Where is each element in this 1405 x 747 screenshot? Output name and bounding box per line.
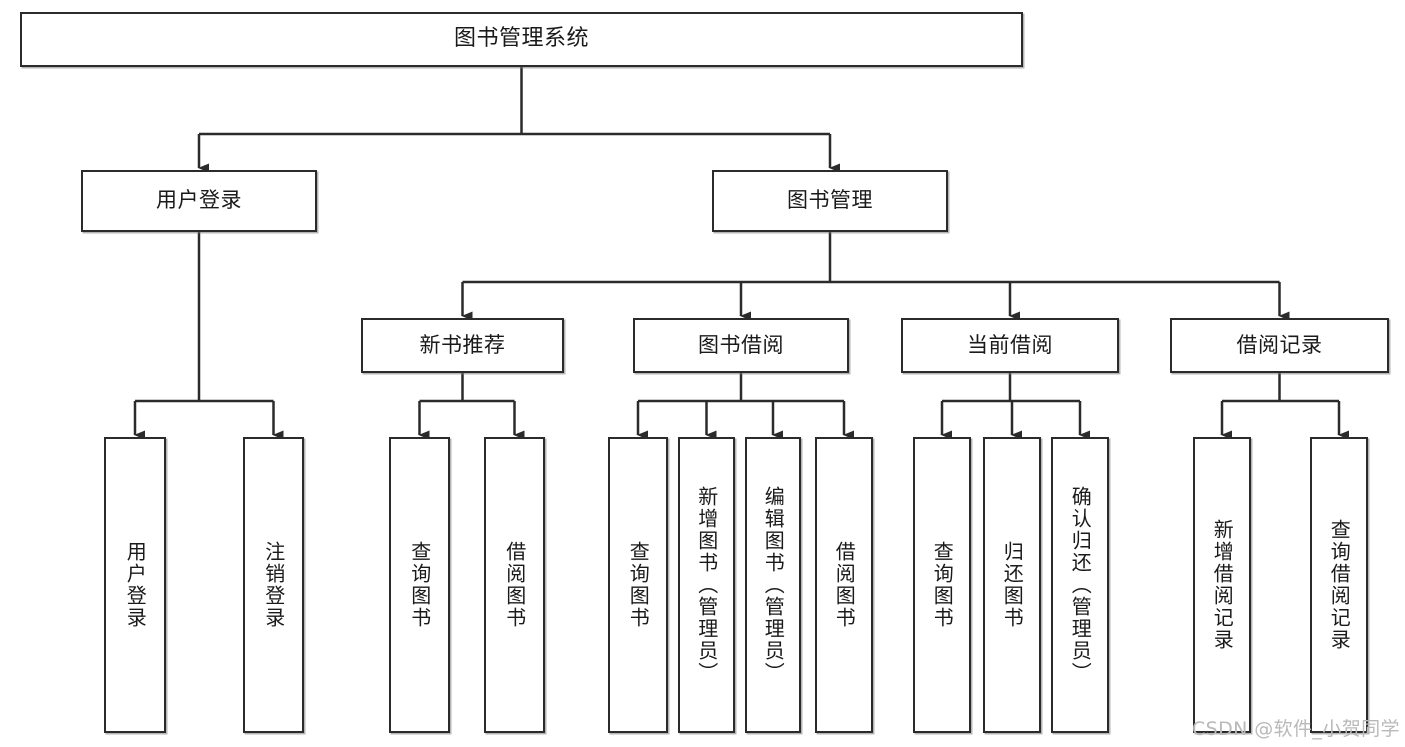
node-leaf-query-book-2[interactable]: 查询图书 (608, 437, 668, 733)
node-label: 注销登录 (261, 541, 286, 629)
node-leaf-user-login[interactable]: 用户登录 (104, 437, 166, 733)
node-label: 图书管理 (787, 188, 873, 213)
node-label: 借阅记录 (1236, 332, 1323, 357)
node-leaf-edit-book[interactable]: 编辑图书（管理员） (745, 437, 801, 733)
node-book-manage[interactable]: 图书管理 (712, 170, 948, 232)
node-label: 新增借阅记录 (1210, 519, 1235, 651)
node-leaf-user-logout[interactable]: 注销登录 (243, 437, 304, 733)
node-label: 用户登录 (156, 188, 242, 213)
node-leaf-return-book[interactable]: 归还图书 (983, 437, 1041, 733)
node-label: 借阅图书 (502, 541, 527, 629)
node-label: 用户登录 (123, 541, 148, 629)
node-label: 查询图书 (407, 541, 432, 629)
node-label: 查询图书 (626, 541, 651, 629)
node-root[interactable]: 图书管理系统 (20, 12, 1023, 67)
node-label: 确认归还（管理员） (1068, 486, 1093, 684)
node-current-borrow[interactable]: 当前借阅 (901, 318, 1119, 373)
node-label: 图书借阅 (698, 332, 784, 357)
node-leaf-query-book-3[interactable]: 查询图书 (913, 437, 971, 733)
node-leaf-add-record[interactable]: 新增借阅记录 (1193, 437, 1251, 733)
node-leaf-confirm-ret[interactable]: 确认归还（管理员） (1051, 437, 1109, 733)
csdn-watermark: CSDN @软件_小贺同学 (1192, 718, 1400, 740)
node-borrow-record[interactable]: 借阅记录 (1170, 318, 1389, 373)
node-label: 当前借阅 (967, 332, 1053, 357)
node-label: 图书管理系统 (453, 26, 589, 52)
node-leaf-query-book-1[interactable]: 查询图书 (389, 437, 450, 733)
node-label: 借阅图书 (832, 541, 857, 629)
node-leaf-borrow-book-2[interactable]: 借阅图书 (815, 437, 873, 733)
node-label: 查询借阅记录 (1327, 519, 1352, 651)
node-leaf-add-book[interactable]: 新增图书（管理员） (678, 437, 735, 733)
connector-group (133, 67, 1349, 440)
node-label: 查询图书 (930, 541, 955, 629)
node-label: 新增图书（管理员） (694, 486, 719, 684)
node-book-borrow[interactable]: 图书借阅 (633, 318, 849, 373)
node-new-book-rec[interactable]: 新书推荐 (361, 318, 564, 373)
node-label: 归还图书 (1000, 541, 1025, 629)
node-label: 新书推荐 (419, 332, 506, 357)
node-label: 编辑图书（管理员） (761, 486, 786, 684)
node-user-login[interactable]: 用户登录 (81, 170, 317, 232)
node-leaf-query-record[interactable]: 查询借阅记录 (1310, 437, 1368, 733)
node-leaf-borrow-book-1[interactable]: 借阅图书 (484, 437, 545, 733)
